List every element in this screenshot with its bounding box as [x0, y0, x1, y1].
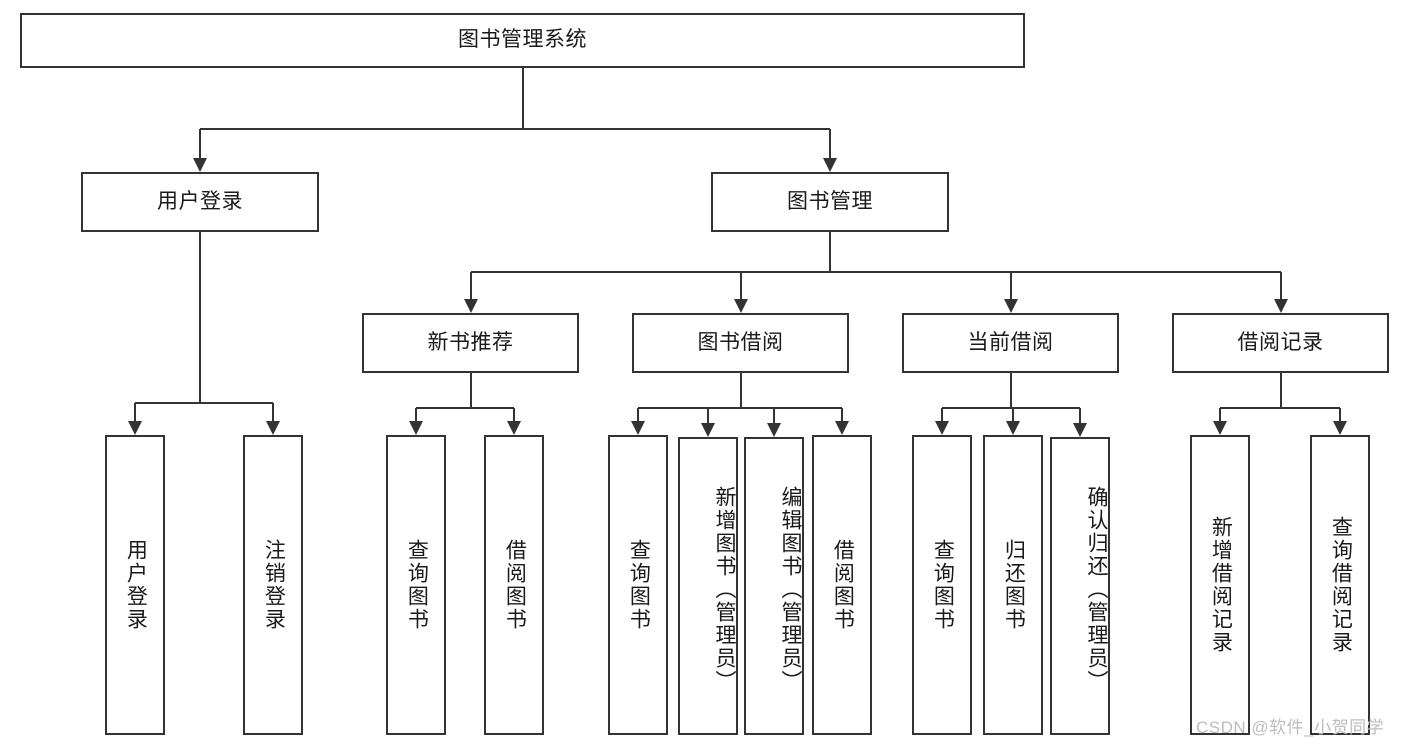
connector-line	[707, 408, 709, 424]
connector-line	[1220, 407, 1340, 409]
connector-line	[513, 408, 515, 422]
node-label: 归还图书	[1002, 539, 1026, 631]
leaf-node-leaf-user-login[interactable]: 用户登录	[105, 435, 165, 735]
node-label: 借阅记录	[1237, 330, 1324, 354]
leaf-node-leaf-query-book-2[interactable]: 查询图书	[608, 435, 668, 735]
arrow-head-icon	[701, 423, 715, 437]
arrow-head-icon	[733, 299, 748, 313]
connector-line	[1079, 408, 1081, 424]
arrow-head-icon	[935, 421, 949, 435]
csdn-watermark: CSDN @软件_小贺同学	[1196, 718, 1385, 737]
arrow-head-icon	[631, 421, 645, 435]
leaf-node-leaf-user-logout[interactable]: 注销登录	[243, 435, 303, 735]
node-label: 新增借阅记录	[1209, 516, 1233, 654]
arrow-head-icon	[266, 421, 280, 435]
node-label: 注销登录	[262, 539, 286, 631]
leaf-node-leaf-confirm-return[interactable]: 确认归还（管理员）	[1050, 437, 1110, 735]
node-label: 查询图书	[627, 539, 651, 631]
node-label: 新增图书（管理员）	[713, 485, 736, 693]
node-label: 借阅图书	[503, 539, 527, 631]
node-label: 图书借阅	[697, 330, 784, 354]
connector-line	[637, 408, 639, 422]
node-new-book-rec[interactable]: 新书推荐	[362, 313, 579, 373]
connector-line	[1009, 272, 1012, 300]
connector-line	[199, 129, 201, 159]
arrow-head-icon	[1006, 421, 1020, 435]
connector-line	[739, 373, 742, 408]
node-label: 图书管理系统	[458, 28, 587, 52]
node-label: 查询借阅记录	[1329, 516, 1353, 654]
arrow-head-icon	[1003, 299, 1018, 313]
node-label: 用户登录	[124, 539, 148, 631]
leaf-node-leaf-query-book-3[interactable]: 查询图书	[912, 435, 972, 735]
arrow-head-icon	[1333, 421, 1347, 435]
arrow-head-icon	[128, 421, 142, 435]
leaf-node-leaf-borrow-book-2[interactable]: 借阅图书	[812, 435, 872, 735]
connector-line	[942, 407, 1080, 409]
connector-line	[1339, 408, 1341, 422]
leaf-node-leaf-add-record[interactable]: 新增借阅记录	[1190, 435, 1250, 735]
node-label: 确认归还（管理员）	[1085, 485, 1108, 693]
arrow-head-icon	[1213, 421, 1227, 435]
arrow-head-icon	[507, 421, 521, 435]
connector-line	[829, 232, 831, 272]
node-label: 图书管理	[787, 189, 873, 213]
node-label: 查询图书	[931, 539, 955, 631]
leaf-node-leaf-query-book-1[interactable]: 查询图书	[386, 435, 446, 735]
node-label: 编辑图书（管理员）	[779, 485, 802, 693]
connector-line	[272, 403, 274, 422]
connector-line	[1279, 272, 1282, 300]
connector-line	[1219, 408, 1221, 422]
arrow-head-icon	[193, 158, 207, 172]
connector-line	[200, 128, 830, 130]
connector-line	[773, 408, 775, 424]
connector-line	[1012, 408, 1014, 422]
arrow-head-icon	[1273, 299, 1288, 313]
connector-line	[638, 407, 842, 409]
connector-line	[469, 373, 472, 408]
node-book-manage[interactable]: 图书管理	[711, 172, 949, 232]
arrow-head-icon	[767, 423, 781, 437]
node-current-borrow[interactable]: 当前借阅	[902, 313, 1119, 373]
leaf-node-leaf-edit-book[interactable]: 编辑图书（管理员）	[744, 437, 804, 735]
node-label: 新书推荐	[427, 330, 514, 354]
arrow-head-icon	[1073, 423, 1087, 437]
connector-line	[134, 403, 136, 422]
leaf-node-leaf-borrow-book-1[interactable]: 借阅图书	[484, 435, 544, 735]
leaf-node-leaf-return-book[interactable]: 归还图书	[983, 435, 1043, 735]
node-borrow-record[interactable]: 借阅记录	[1172, 313, 1389, 373]
node-label: 用户登录	[157, 189, 243, 213]
arrow-head-icon	[835, 421, 849, 435]
arrow-head-icon	[823, 158, 837, 172]
connector-line	[739, 272, 742, 300]
connector-line	[829, 129, 831, 159]
connector-line	[199, 232, 201, 403]
root-node-root[interactable]: 图书管理系统	[20, 13, 1025, 68]
connector-line	[469, 272, 472, 300]
connector-line	[135, 402, 273, 404]
connector-line	[1009, 373, 1012, 408]
arrow-head-icon	[409, 421, 423, 435]
connector-line	[470, 271, 1281, 273]
leaf-node-leaf-add-book[interactable]: 新增图书（管理员）	[678, 437, 738, 735]
node-user-login[interactable]: 用户登录	[81, 172, 319, 232]
node-book-borrow[interactable]: 图书借阅	[632, 313, 849, 373]
connector-line	[1279, 373, 1282, 408]
node-label: 查询图书	[405, 539, 429, 631]
connector-line	[416, 407, 514, 409]
node-label: 当前借阅	[967, 330, 1054, 354]
node-label: 借阅图书	[831, 539, 855, 631]
connector-line	[841, 408, 843, 422]
connector-line	[415, 408, 417, 422]
connector-line	[941, 408, 943, 422]
connector-line	[521, 68, 524, 129]
leaf-node-leaf-query-record[interactable]: 查询借阅记录	[1310, 435, 1370, 735]
arrow-head-icon	[463, 299, 478, 313]
